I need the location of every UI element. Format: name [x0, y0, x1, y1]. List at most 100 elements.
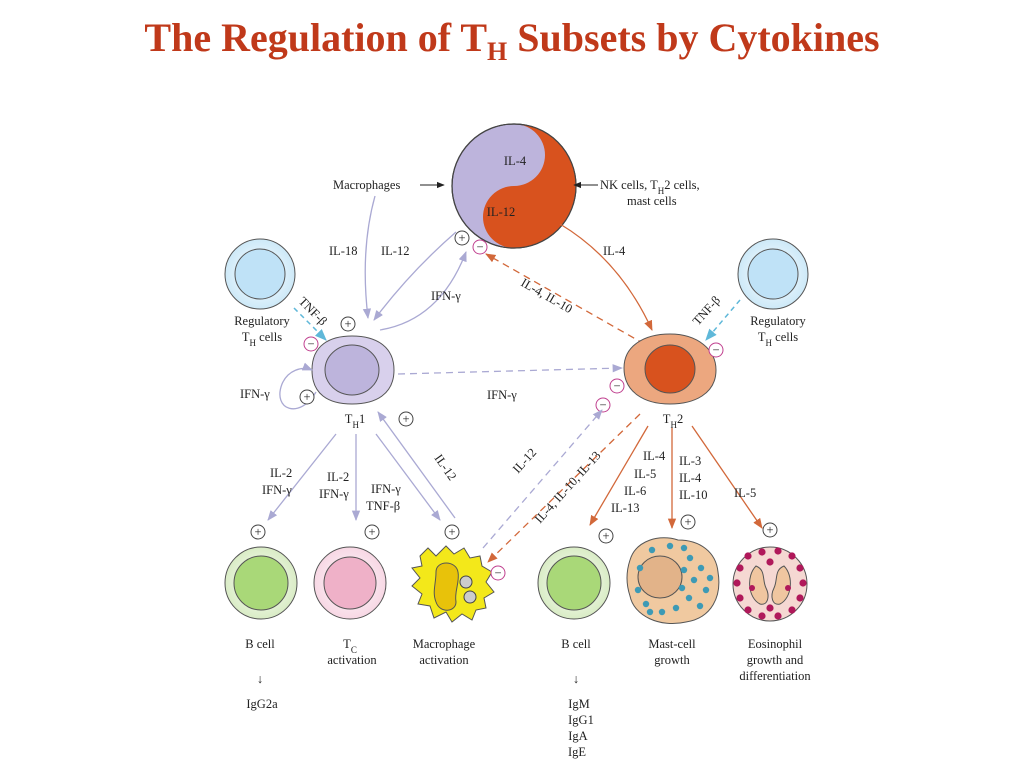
th1-cell: [311, 335, 395, 405]
svg-text:+: +: [344, 317, 351, 331]
regulatory-label-left: Regulatory: [234, 314, 290, 328]
th2-out2-label-3: IL-10: [679, 488, 707, 502]
plus-icon: +: [340, 316, 356, 332]
th2-out2-label-1: IL-3: [679, 454, 701, 468]
ifng-up-label: IFN-γ: [431, 289, 461, 303]
macrophages-label: Macrophages: [333, 178, 400, 192]
il12-macrophage-to-th2-arrow: [482, 409, 603, 549]
svg-text:+: +: [254, 525, 261, 539]
regulatory-label-left-2: TH cells: [242, 330, 282, 348]
title-rest: Subsets by Cytokines: [507, 15, 880, 60]
eosinophil-differentiation-label: differentiation: [739, 669, 811, 683]
tnfb-arrow-left: [293, 307, 327, 341]
svg-text:+: +: [402, 412, 409, 426]
ifng-inhibit-th2-arrow: [397, 364, 624, 375]
b-cell-th1: [224, 546, 298, 620]
th1-out3-label-2: TNF-β: [366, 499, 400, 513]
tnfb-left-label: TNF-β: [296, 294, 330, 328]
plus-icon: +: [598, 528, 614, 544]
th2-out1-label-1: IL-4: [643, 449, 666, 463]
eosinophil: [732, 546, 808, 622]
ifng-arrow-to-yinyang: [379, 251, 467, 331]
il12-mac-th2-label: IL-12: [510, 445, 539, 476]
tnfb-right-label: TNF-β: [690, 293, 723, 328]
th2-to-eosinophil-arrow: [691, 425, 763, 529]
title-main: The Regulation of T: [144, 15, 488, 60]
svg-text:+: +: [766, 523, 773, 537]
igm-label: IgM: [568, 697, 590, 711]
ifng-cross-label: IFN-γ: [487, 388, 517, 402]
mast-cell-growth-label: growth: [654, 653, 690, 667]
il4-il10-label: IL-4, IL-10: [519, 275, 575, 316]
iga-label: IgA: [568, 729, 587, 743]
minus-icon: −: [490, 565, 506, 581]
plus-icon: +: [398, 411, 414, 427]
svg-text:+: +: [684, 515, 691, 529]
minus-icon: −: [708, 342, 724, 358]
plus-icon: +: [299, 389, 315, 405]
th2-to-bcell-arrow: [589, 425, 649, 526]
tc-activation-label: activation: [327, 653, 377, 667]
il4-arrow-to-th2: [559, 223, 653, 331]
il18-label: IL-18: [329, 244, 357, 258]
plus-icon: +: [762, 522, 778, 538]
il12-arrow-to-th1: [373, 231, 457, 321]
plus-icon: +: [454, 230, 470, 246]
svg-text:−: −: [307, 337, 314, 351]
mast-cell: [626, 537, 720, 624]
down-arrow-icon: ↓: [257, 672, 263, 686]
th1-label: TH1: [345, 412, 365, 430]
th2-out1-label-2: IL-5: [634, 467, 656, 481]
svg-text:+: +: [303, 390, 310, 404]
svg-text:+: +: [448, 525, 455, 539]
tc-label: TC: [343, 637, 357, 655]
svg-text:−: −: [494, 566, 501, 580]
il12-yang-label: IL-12: [487, 205, 515, 219]
macrophage-label: Macrophage: [413, 637, 476, 651]
down-arrow-icon: ↓: [573, 672, 579, 686]
th2-out1-label-3: IL-6: [624, 484, 646, 498]
eosinophil-label: Eosinophil: [748, 637, 803, 651]
svg-text:+: +: [458, 231, 465, 245]
il12-mac-th1-label: IL-12: [432, 452, 460, 483]
plus-icon: +: [444, 524, 460, 540]
il18-arrow: [362, 195, 376, 320]
tc-cell: [313, 546, 387, 620]
plus-icon: +: [250, 524, 266, 540]
il12-label: IL-12: [381, 244, 409, 258]
th2-cell: [623, 333, 717, 405]
minus-icon: −: [472, 239, 488, 255]
th1-out1-label-1: IL-2: [270, 466, 292, 480]
th1-out3-label-1: IFN-γ: [371, 482, 401, 496]
il4-right-label: IL-4: [603, 244, 626, 258]
minus-icon: −: [609, 378, 625, 394]
svg-text:+: +: [368, 525, 375, 539]
plus-icon: +: [680, 514, 696, 530]
b-cell-th2: [537, 546, 611, 620]
svg-text:−: −: [613, 379, 620, 393]
title-subscript: H: [487, 37, 508, 66]
th1-out2-label-1: IL-2: [327, 470, 349, 484]
mast-cells-label: mast cells: [627, 194, 677, 208]
nk-cells-label: NK cells, TH2 cells,: [600, 178, 700, 196]
th1-to-bcell-arrow: [267, 433, 337, 521]
b-cell-th2-label: B cell: [561, 637, 591, 651]
eosinophil-growth-label: growth and: [747, 653, 804, 667]
th2-out2-label-2: IL-4: [679, 471, 702, 485]
igg2a-label: IgG2a: [246, 697, 278, 711]
il4-10-13-label: IL-4, IL-10, IL-13: [532, 449, 604, 526]
minus-icon: −: [595, 397, 611, 413]
svg-text:−: −: [712, 343, 719, 357]
minus-icon: −: [303, 336, 319, 352]
ifng-autocrine-loop: [279, 362, 317, 410]
regulatory-label-right-2: TH cells: [758, 330, 798, 348]
il4-il10-inhibit-arrow: [485, 253, 656, 351]
svg-text:−: −: [599, 398, 606, 412]
il4-yin-label: IL-4: [504, 154, 527, 168]
slide-title: The Regulation of TH Subsets by Cytokine…: [0, 14, 1024, 67]
regulatory-th-cell-left: [224, 238, 296, 310]
plus-icon: +: [364, 524, 380, 540]
th2-out3-label-1: IL-5: [734, 486, 756, 500]
regulatory-label-right: Regulatory: [750, 314, 806, 328]
